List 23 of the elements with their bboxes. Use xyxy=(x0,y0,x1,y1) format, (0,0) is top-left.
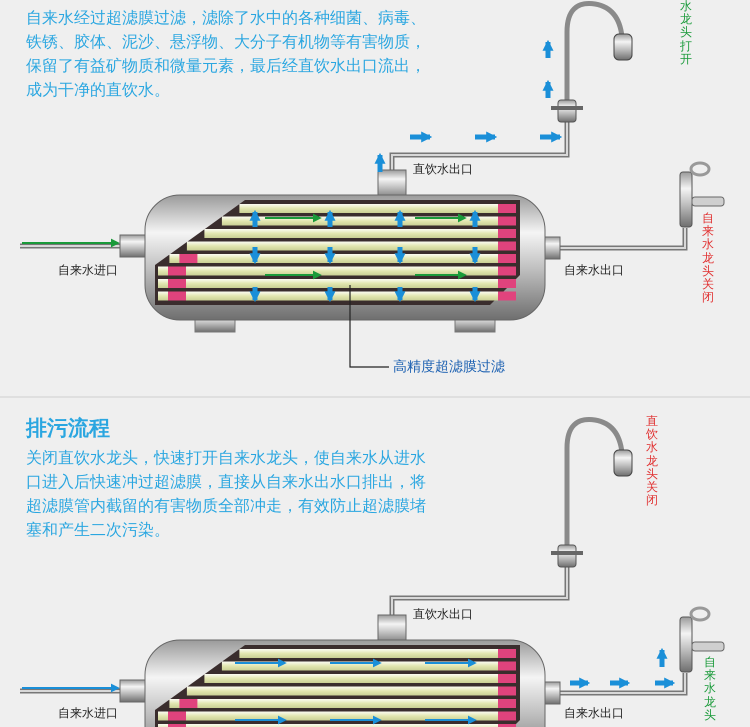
faucet-drawing xyxy=(551,417,632,568)
pipe xyxy=(560,228,688,250)
description-text: 自来水经过超滤膜过滤，滤除了水中的各种细菌、病毒、铁锈、胶体、泥沙、悬浮物、大分子有机物等有害物质，保留了有益矿物质和微量元素，最后经直饮水出口流出，成为干净的直饮水。 xyxy=(26,7,427,101)
port-label: 自来水进口 xyxy=(58,706,119,722)
faucet-label: 自来水龙头关闭 xyxy=(702,212,714,304)
faucet-drawing xyxy=(551,1,632,122)
faucet-label: 水龙头打开 xyxy=(680,0,692,66)
pipe xyxy=(390,120,570,170)
faucet-label: 直饮水龙头关闭 xyxy=(646,415,658,508)
section-heading: 排污流程 xyxy=(26,415,111,442)
faucet-label: 自来水龙头 xyxy=(704,656,716,722)
pipe xyxy=(20,688,120,694)
port-label: 自来水进口 xyxy=(58,263,119,279)
port-label: 直饮水出口 xyxy=(413,162,474,178)
description-text: 关闭直饮水龙头，快速打开自来水龙头，使自来水从进水口进入后快速冲过超滤膜，直接从自来水出水口排出，将超滤膜管内截留的有害物质全部冲走，有效防止超滤膜堵塞和产生二次污染。 xyxy=(26,447,427,541)
port-label: 直饮水出口 xyxy=(413,607,474,623)
port-label: 自来水出口 xyxy=(564,263,625,279)
leader-line xyxy=(349,285,389,368)
port-label: 自来水出口 xyxy=(564,706,625,722)
pipe xyxy=(560,673,688,696)
pipe xyxy=(390,565,570,615)
callout-label: 高精度超滤膜过滤 xyxy=(393,358,553,376)
pipe xyxy=(20,244,120,248)
